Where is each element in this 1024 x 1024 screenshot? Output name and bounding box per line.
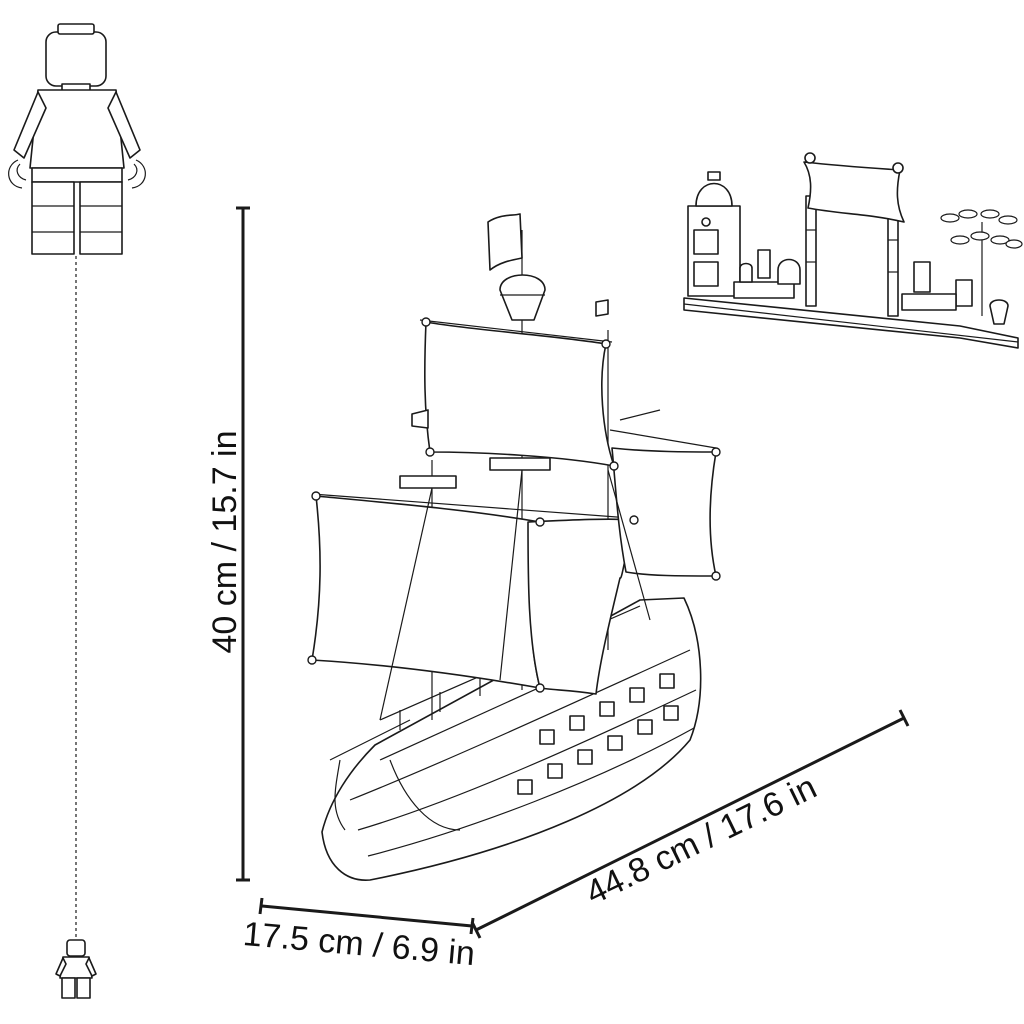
harbor-dock-build	[683, 152, 1023, 349]
height-dimension: 40 cm / 15.7 in	[206, 206, 250, 882]
width-dimension: 17.5 cm / 6.9 in	[242, 897, 476, 973]
height-label: 40 cm / 15.7 in	[206, 430, 244, 653]
minifigure-icon	[8, 23, 146, 255]
mizzen-sail	[611, 447, 717, 577]
minifigure-small-icon	[55, 939, 97, 999]
fore-sail	[311, 495, 541, 689]
pirate-ship-model	[307, 213, 721, 881]
main-top-sail	[424, 321, 615, 467]
